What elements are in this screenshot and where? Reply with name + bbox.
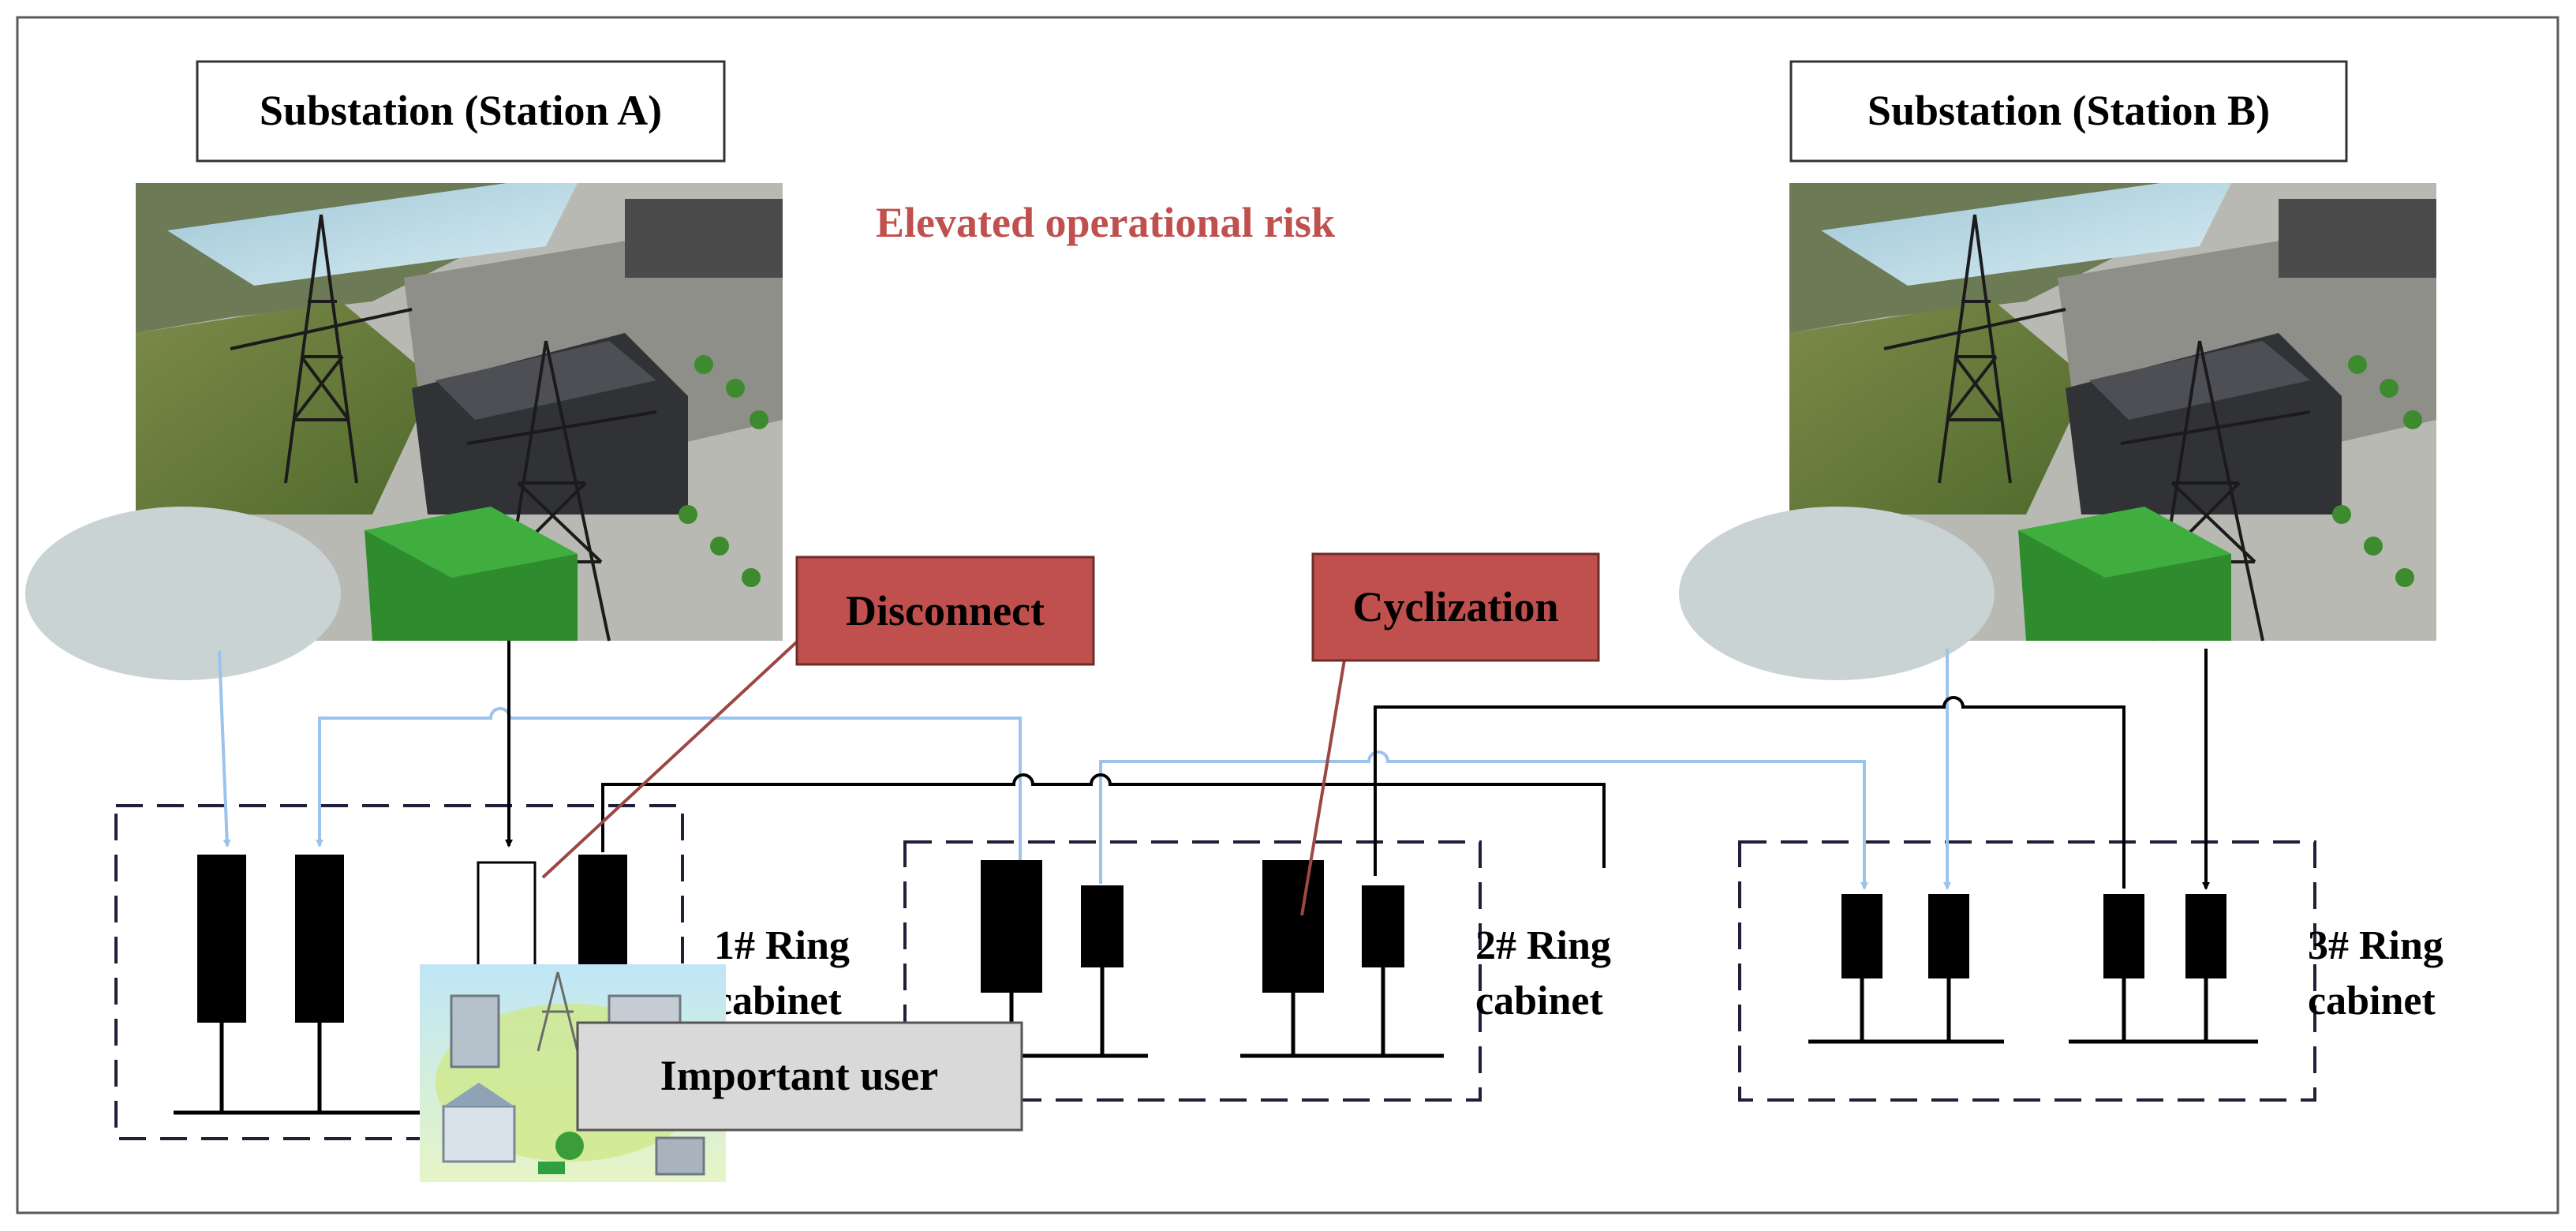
black-feed-lines [505,641,2210,890]
ring-cabinet-2-frame [903,840,1482,1102]
disconnect-pointer [541,624,816,879]
ring-cabinet-3-label: 3# Ring cabinet [2308,923,2443,1023]
station-b-title-box: Substation (Station B) [1789,60,2348,163]
svg-text:Disconnect: Disconnect [846,587,1045,634]
svg-text:cabinet: cabinet [2308,978,2436,1023]
cyclization-pointer [1300,654,1347,916]
switch [1081,885,1123,967]
switch [981,860,1042,993]
ring-cabinet-3-frame [1738,840,2316,1102]
important-user-label: Important user [576,1021,1023,1132]
svg-text:3# Ring: 3# Ring [2308,923,2443,968]
outer-frame [16,16,2559,1214]
blue-feed-lines [218,649,1951,890]
disconnect-callout: Disconnect [795,556,1095,666]
switch [2103,894,2144,978]
switch [295,855,344,1023]
switch [1928,894,1969,978]
switch [2185,894,2226,978]
substation-b-image [1677,181,2438,682]
station-a-title-box: Substation (Station A) [196,60,726,163]
ring-cabinet-1-label: 1# Ring cabinet [714,923,850,1023]
station-b-title: Substation (Station B) [1868,87,2270,134]
switch [197,855,246,1023]
ring-cabinet-2-label: 2# Ring cabinet [1475,923,1611,1023]
ring-cabinet-3-switches [1808,894,2258,1044]
switch [1841,894,1882,978]
station-a-title: Substation (Station A) [260,87,662,134]
svg-text:cabinet: cabinet [714,978,842,1023]
svg-text:1# Ring: 1# Ring [714,923,850,968]
switch [578,855,627,965]
substation-a-image [24,181,784,682]
cyclization-callout: Cyclization [1311,552,1600,662]
svg-text:Cyclization: Cyclization [1353,583,1559,630]
switch [1262,860,1324,993]
switch [1362,885,1404,967]
svg-text:Important user: Important user [660,1052,938,1099]
risk-label: Elevated operational risk [876,199,1335,246]
svg-text:cabinet: cabinet [1475,978,1603,1023]
ring-cabinet-2-switches [937,860,1444,1058]
svg-text:2# Ring: 2# Ring [1475,923,1611,968]
